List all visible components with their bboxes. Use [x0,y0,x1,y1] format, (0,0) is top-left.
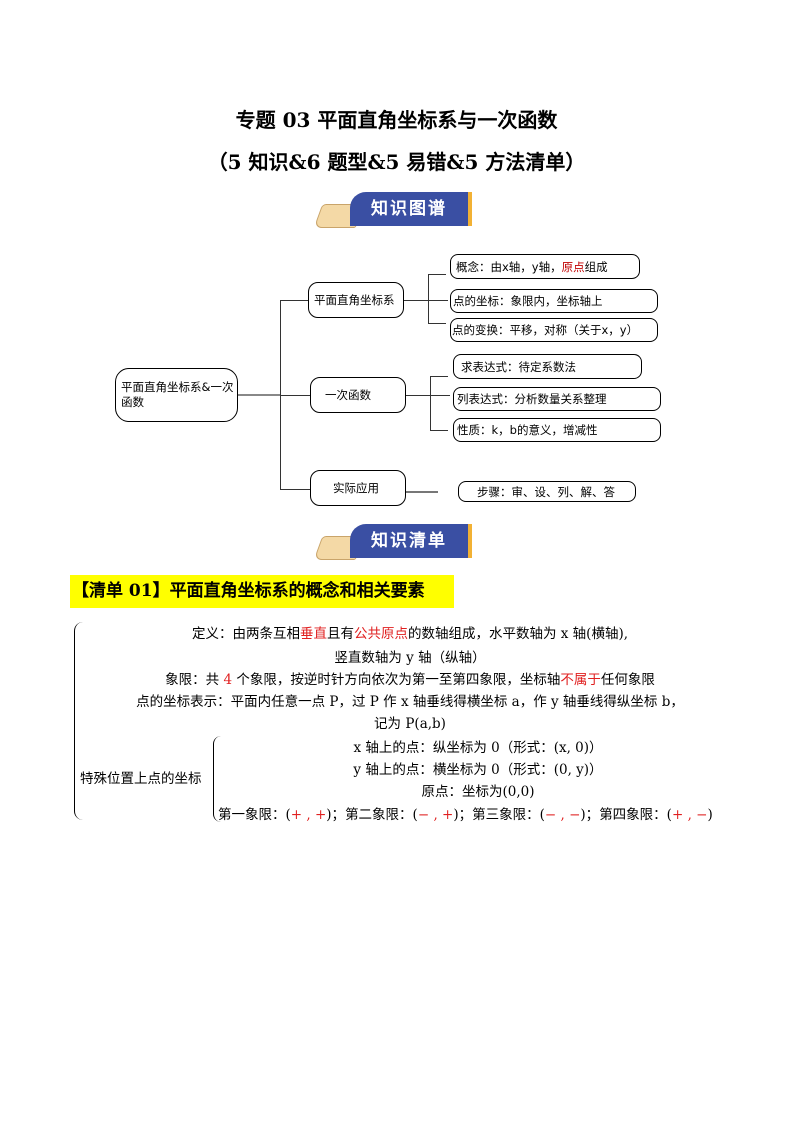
connector-line [428,300,448,301]
text-span: 组成 [584,259,608,274]
text-span: 象限：共 [165,672,224,688]
connector-line [280,300,308,301]
definition-line: 定义：由两条互相垂直且有公共原点的数轴组成，水平数轴为 x 轴(横轴), [80,622,740,642]
text-span: 的数轴组成，水平数轴为 x 轴(横轴), [407,626,629,642]
connector-line [406,395,430,396]
coordinate-line: 点的坐标表示：平面内任意一点 P，过 P 作 x 轴垂线得横坐标 a，作 y 轴… [136,694,684,710]
banner-knowledge-list: 知识清单 [313,522,472,560]
connector-line [428,274,429,324]
text-span: )； [326,807,346,823]
branch-application: 实际应用 [310,470,406,506]
connector-line [430,430,448,431]
banner-knowledge-map: 知识图谱 [313,190,472,228]
text-span: 且有 [326,626,354,642]
text-span: 第三象限：( [472,807,545,823]
coordinate-line-2: 记为 P(a,b) [374,716,446,732]
text-span: − , + [417,807,454,823]
connector-line [280,489,310,490]
inner-brace [213,736,221,822]
banner-label: 知识清单 [350,524,472,558]
branch-coordinate-system: 平面直角坐标系 [308,282,404,318]
y-axis-points: y 轴上的点：横坐标为 0（形式：(0, y)） [353,762,603,778]
leaf-point-coords: 点的坐标：象限内，坐标轴上 [450,289,658,313]
text-span: 4 [223,672,233,688]
leaf-write-expression: 列表达式：分析数量关系整理 [453,387,661,411]
connector-line [430,376,431,430]
text-span: 原点 [561,259,585,274]
banner-label: 知识图谱 [350,192,472,226]
leaf-concept: 概念：由x轴，y轴，原点组成 [450,254,640,279]
connector-line [430,395,450,396]
text-span: 公共原点 [353,626,408,642]
text-span: 定义：由两条互相 [191,626,300,642]
x-axis-points: x 轴上的点：纵坐标为 0（形式：(x, 0)） [353,740,603,756]
text-span: + , − [671,807,708,823]
connector-line [428,323,446,324]
connector-line [406,491,438,493]
leaf-find-expression: 求表达式：待定系数法 [453,354,642,379]
special-position-label: 特殊位置上点的坐标 [80,771,202,787]
text-span: )； [453,807,473,823]
definition-line-2: 竖直数轴为 y 轴（纵轴） [334,650,486,666]
text-span: 不属于 [560,672,601,688]
origin-point: 原点：坐标为(0,0) [421,784,535,800]
text-span: 个象限，按逆时针方向依次为第一至第四象限，坐标轴 [232,672,561,688]
connector-line [238,394,280,396]
text-span: )； [580,807,600,823]
branch-linear-function: 一次函数 [310,377,406,413]
mindmap-root: 平面直角坐标系&一次函数 [115,368,238,422]
outer-brace [74,622,83,820]
text-span: ) [707,807,713,823]
text-span: 第四象限：( [599,807,672,823]
page-subtitle: （5 知识&6 题型&5 易错&5 方法清单） [207,150,586,174]
text-span: − , − [544,807,581,823]
text-span: 任何象限 [600,672,655,688]
connector-line [404,300,428,301]
leaf-properties: 性质：k，b的意义，增减性 [453,418,661,442]
text-span: 第一象限：( [218,807,291,823]
leaf-steps: 步骤：审、设、列、解、答 [458,481,636,502]
text-span: + , + [290,807,327,823]
text-span: 第二象限：( [345,807,418,823]
text-span: 概念：由x轴，y轴， [456,259,562,274]
connector-line [430,376,448,377]
connector-line [428,274,446,275]
section-heading: 【清单 01】平面直角坐标系的概念和相关要素 [70,575,454,608]
leaf-point-transform: 点的变换：平移，对称（关于x，y） [450,318,658,342]
text-span: 垂直 [299,626,327,642]
quadrant-line: 象限：共 4 个象限，按逆时针方向依次为第一至第四象限，坐标轴不属于任何象限 [80,668,740,688]
connector-line [280,395,310,396]
quadrant-signs: 第一象限：(+ , +)；第二象限：(− , +)；第三象限：(− , −)；第… [218,803,713,823]
page-title: 专题 03 平面直角坐标系与一次函数 [235,108,558,132]
